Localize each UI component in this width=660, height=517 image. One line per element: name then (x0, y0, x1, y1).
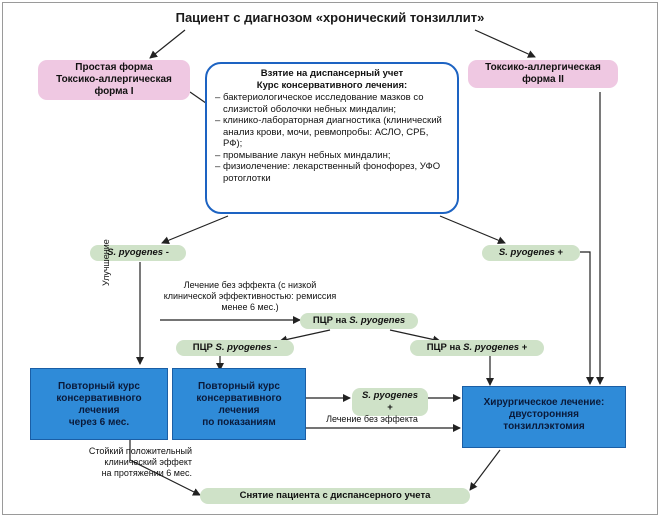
repeatind-line1: Повторный курс (198, 381, 280, 392)
surgery-line2: двусторонняя тонзиллэктомия (503, 409, 585, 432)
result-sign: + (519, 342, 528, 353)
toxic-form-line1: Токсико-аллергическая (485, 62, 601, 73)
repeat-course-indications-box: Повторный курс консервативного лечения п… (172, 368, 306, 440)
result-sign: + (554, 247, 564, 258)
arrow-title-to-toxic (474, 29, 536, 58)
arrow-dispensary-to-neg (161, 215, 229, 245)
arrow-dispensary-to-pos (439, 215, 506, 245)
surgery-line1: Хирургическое лечение: (483, 397, 605, 408)
removal-box: Снятие пациента с диспансерного учета (200, 488, 470, 504)
stable-line1: Стойкий положительный (88, 446, 192, 456)
spyogenes-name: S. pyogenes (362, 390, 418, 401)
pcr-positive: ПЦР на S. pyogenes + (410, 340, 544, 356)
result-sign: - (163, 247, 169, 258)
dispensary-box: Взятие на диспансерный учет Курс консерв… (205, 62, 459, 214)
dispensary-item: физиолечение: лекарственный фонофорез, У… (215, 161, 449, 184)
stable-line2: клинический эффект (104, 457, 192, 467)
arrow-surgery-to-removal (469, 449, 501, 491)
pcr-prefix: ПЦР на (312, 315, 350, 326)
dispensary-line2: Курс консервативного лечения: (256, 79, 408, 91)
line-pos-to-surgery (580, 251, 594, 385)
spyogenes-positive-top: S. pyogenes + (482, 245, 580, 261)
arrow-title-to-simple (149, 29, 186, 59)
toxic-form-line2: форма II (522, 74, 564, 85)
pcr-prefix: ПЦР (192, 342, 216, 353)
improvement-label: Улучшение (101, 239, 111, 286)
spyogenes-positive-mid: S. pyogenes + (352, 388, 428, 416)
pcr-negative: ПЦР S. pyogenes - (176, 340, 294, 356)
toxic-form-box: Токсико-аллергическая форма II (468, 60, 618, 88)
no-effect-label: Лечение без эффекта (326, 414, 418, 424)
spyogenes-name: S. pyogenes (215, 342, 272, 353)
result-sign: - (271, 342, 278, 353)
line-repeat6-to-removal (129, 432, 201, 496)
repeat-course-6-months-box: Повторный курс консервативного лечения ч… (30, 368, 168, 440)
no-effect-low-label: Лечение без эффекта (с низкой клиническо… (163, 280, 337, 312)
pcr-prefix: ПЦР на (426, 342, 464, 353)
surgery-box: Хирургическое лечение: двусторонняя тонз… (462, 386, 626, 448)
result-sign: + (387, 402, 393, 413)
dispensary-line1: Взятие на диспансерный учет (260, 68, 404, 79)
stable-line3: на протяжении 6 мес. (101, 468, 192, 478)
page-title: Пациент с диагнозом «хронический тонзилл… (175, 10, 485, 25)
dispensary-item: клинико-лабораторная диагностика (клинич… (215, 115, 449, 150)
simple-form-line1: Простая форма (75, 62, 153, 73)
spyogenes-negative-top: S. pyogenes - (90, 245, 186, 261)
pcr-top: ПЦР на S. pyogenes (300, 313, 418, 329)
simple-form-box: Простая форма Токсико-аллергическая форм… (38, 60, 190, 100)
spyogenes-name: S. pyogenes (107, 247, 164, 258)
spyogenes-name: S. pyogenes (498, 247, 555, 258)
repeatind-line3: по показаниям (202, 417, 276, 428)
repeat6-line1: Повторный курс (58, 381, 140, 392)
repeat6-line2: консервативного лечения (56, 393, 142, 416)
arrow-pcr-to-pos (389, 329, 441, 344)
dispensary-list: бактериологическое исследование мазков с… (215, 92, 449, 184)
spyogenes-name: S. pyogenes (463, 342, 520, 353)
dispensary-item: промывание лакун небных миндалин; (215, 150, 449, 162)
arrow-pcr-to-neg (279, 329, 331, 344)
repeat6-line3: через 6 мес. (68, 417, 130, 428)
repeatind-line2: консервативного лечения (196, 393, 282, 416)
stable-effect-label: Стойкий положительный клинический эффект… (82, 446, 192, 479)
dispensary-item: бактериологическое исследование мазков с… (215, 92, 449, 115)
spyogenes-name: S. pyogenes (349, 315, 406, 326)
simple-form-line2: Токсико-аллергическая форма I (56, 74, 172, 97)
